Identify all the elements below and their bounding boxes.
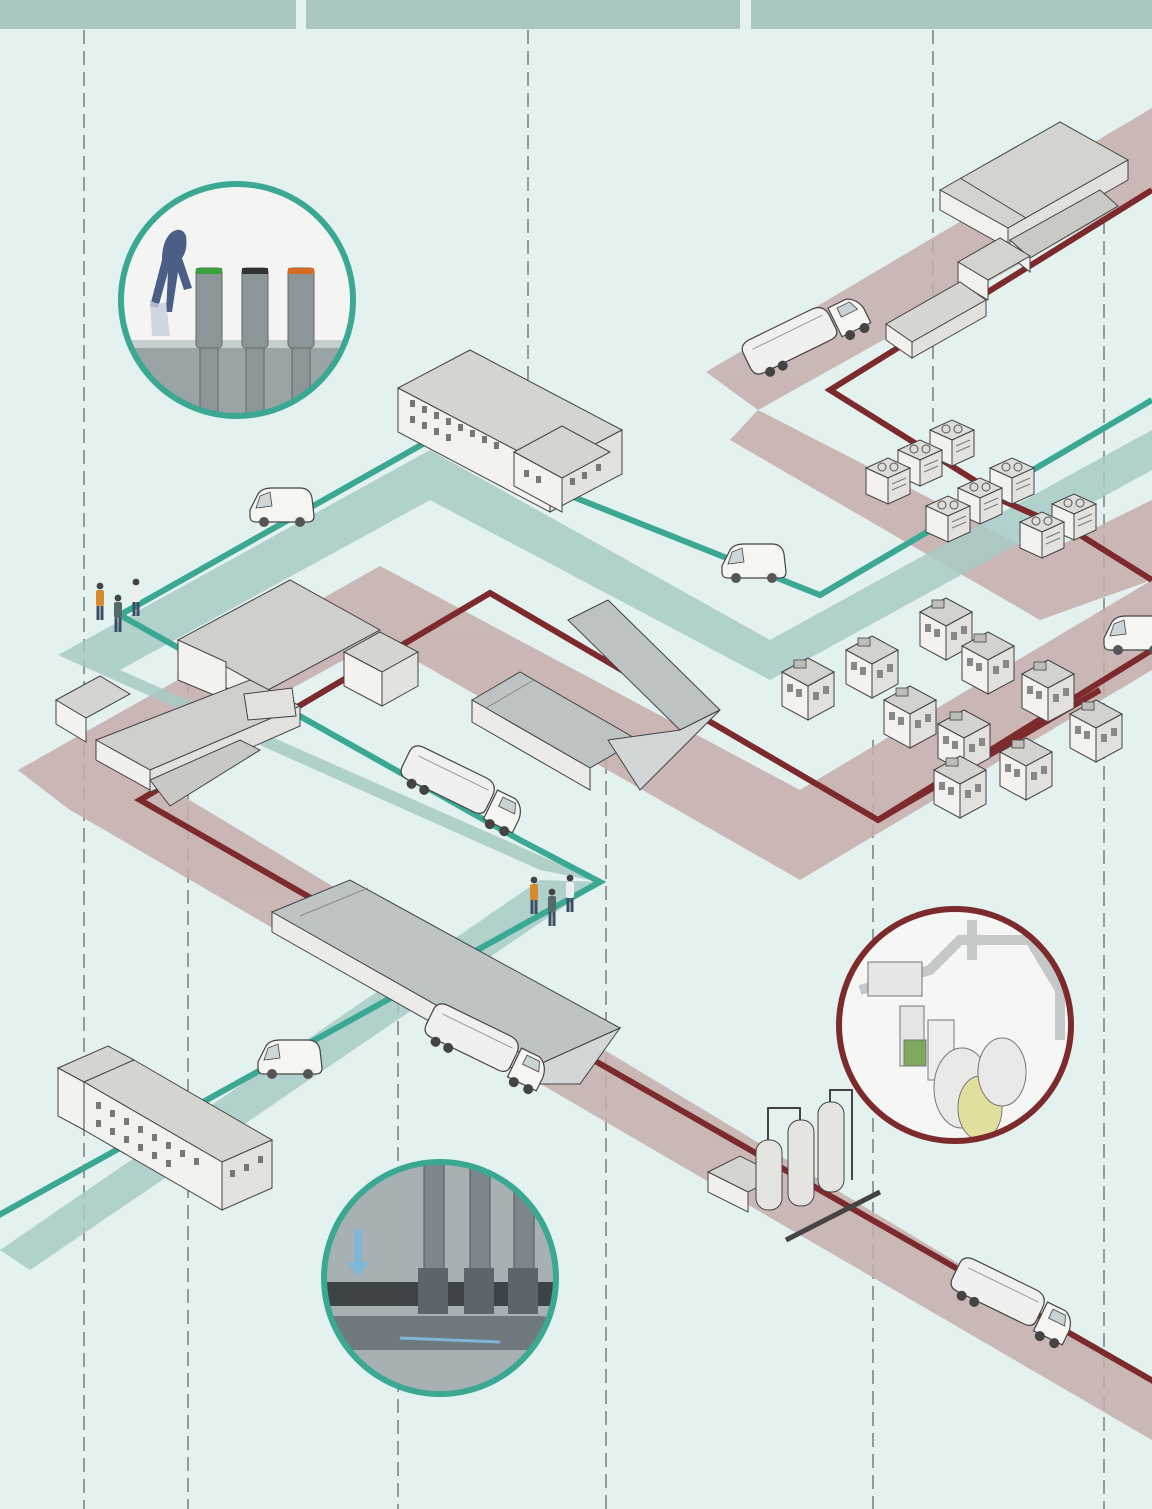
van-icon <box>257 1039 323 1080</box>
waste-collection-bins-icon <box>118 181 356 419</box>
air-handling-machinery-icon <box>836 906 1074 1144</box>
header-band-1 <box>0 0 296 29</box>
header-band-2 <box>306 0 740 29</box>
refinery-plant-icon <box>706 1089 882 1243</box>
header-band-3 <box>751 0 1152 29</box>
van-icon <box>249 487 315 528</box>
vacuum-pipe-inlets-icon <box>321 1159 559 1397</box>
industrial-hall-v <box>471 599 721 791</box>
residential-block-upper <box>396 349 624 513</box>
residential-block-lower <box>56 1045 274 1211</box>
van-icon <box>721 543 787 584</box>
residential-courtyard-complex <box>54 579 420 807</box>
header-bands <box>0 0 1152 29</box>
workshop-cluster <box>885 121 1130 359</box>
